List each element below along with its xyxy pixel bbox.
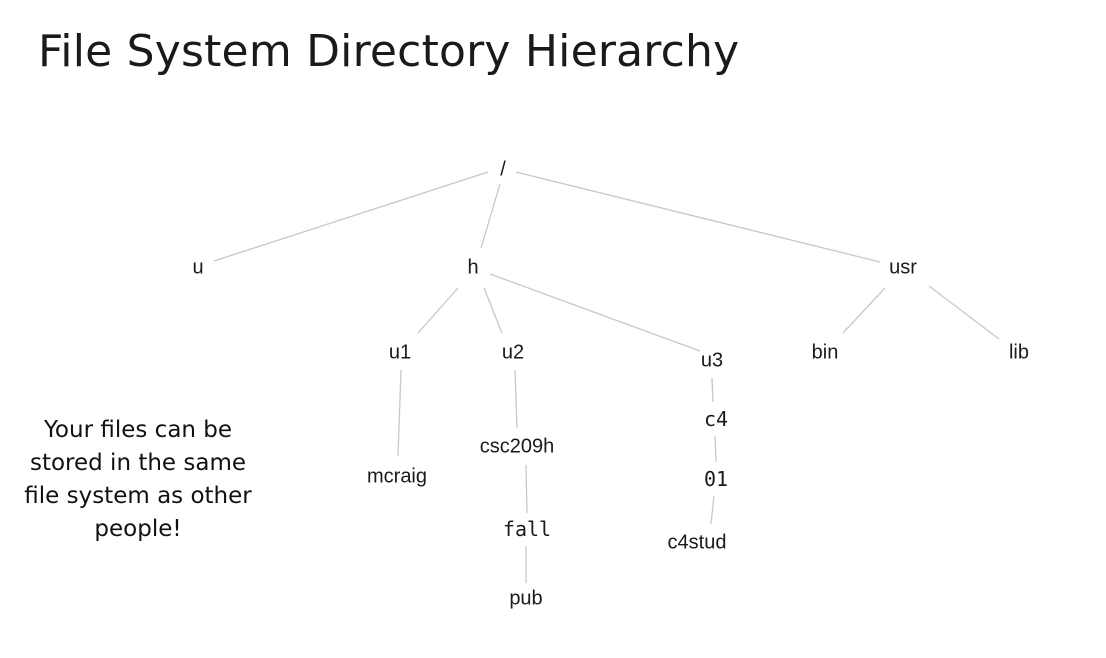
tree-node-bin: bin: [811, 341, 839, 364]
edge-root-h: [480, 183, 501, 249]
tree-node-fall: fall: [502, 517, 552, 541]
shared-filesystem-note: Your files can be stored in the same fil…: [24, 417, 252, 542]
tree-node-mcraig: mcraig: [366, 465, 428, 488]
tree-node-u1: u1: [388, 341, 412, 364]
tree-node-usr: usr: [889, 256, 917, 279]
page-title: File System Directory Hierarchy: [38, 26, 740, 77]
edge-h-u3: [489, 273, 701, 352]
edge-h-u2: [483, 287, 503, 334]
tree-node-u3: u3: [700, 349, 724, 372]
edge-c4-01: [714, 435, 717, 463]
edge-u2-csc209h: [514, 369, 518, 429]
edge-h-u1: [417, 287, 459, 334]
edge-root-u: [213, 171, 489, 262]
tree-node-u: u: [192, 256, 204, 279]
tree-node-h: h: [467, 256, 479, 279]
tree-node-csc209h: csc209h: [479, 435, 555, 458]
edge-u3-c4: [711, 377, 714, 403]
edge-u1-mcraig: [397, 369, 402, 457]
edge-root-usr: [515, 171, 881, 263]
tree-node-u2: u2: [501, 341, 525, 364]
edge-usr-bin: [842, 287, 886, 334]
tree-node-lib: lib: [1008, 341, 1030, 364]
edge-01-c4stud: [710, 495, 715, 525]
tree-node-01: 01: [703, 467, 729, 491]
edge-csc209h-fall: [525, 464, 528, 514]
tree-node-c4: c4: [703, 407, 729, 431]
edge-usr-lib: [928, 285, 1000, 340]
tree-node-root: /: [500, 158, 506, 181]
tree-node-c4stud: c4stud: [667, 531, 727, 554]
tree-node-pub: pub: [509, 587, 543, 610]
